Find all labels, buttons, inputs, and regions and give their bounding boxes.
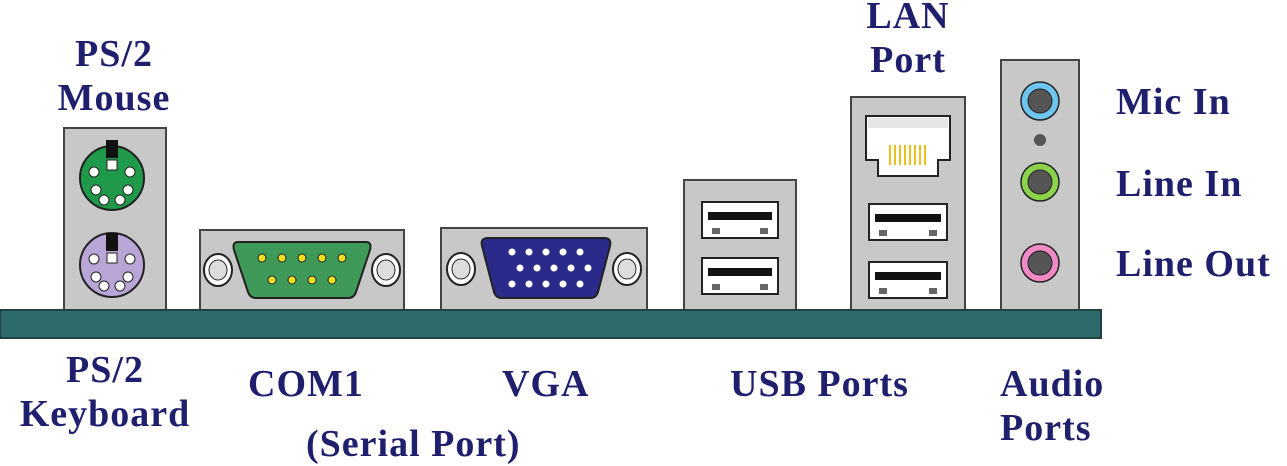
ps2-mouse-port	[79, 140, 145, 211]
usb-ports-label: USB Ports	[730, 363, 909, 405]
lan-port-label-line2: Port	[870, 39, 946, 81]
com1-screw-right	[371, 253, 401, 287]
mic-in-label: Mic In	[1116, 81, 1231, 123]
com1-screw-left	[203, 253, 233, 287]
line-in-jack	[1020, 162, 1060, 202]
serial-port-label: (Serial Port)	[306, 423, 521, 465]
ps2-keyboard-label-line2: Keyboard	[19, 393, 191, 435]
lan-port-label-line1: LAN	[866, 0, 950, 37]
vga-label: VGA	[502, 363, 590, 405]
vga-connector	[480, 237, 612, 299]
ps2-mouse-label-line2: Mouse	[57, 77, 171, 119]
ps2-mouse-label: PS/2 Mouse	[44, 32, 184, 120]
lan-port-label: LAN Port	[850, 0, 966, 82]
audio-ports-label-line1: Audio	[1000, 363, 1105, 405]
usb-port-4	[868, 261, 948, 299]
usb-port-3	[868, 203, 948, 241]
line-out-jack	[1020, 243, 1060, 283]
ps2-mouse-label-line1: PS/2	[75, 33, 153, 75]
line-in-label: Line In	[1116, 163, 1243, 205]
com1-label: COM1	[248, 363, 364, 405]
audio-ports-label-line2: Ports	[1000, 407, 1092, 449]
mic-in-jack	[1020, 81, 1060, 121]
ps2-keyboard-label-line1: PS/2	[66, 349, 144, 391]
motherboard-edge	[0, 309, 1102, 339]
vga-screw-left	[446, 252, 476, 286]
vga-screw-right	[612, 252, 642, 286]
ps2-keyboard-label: PS/2 Keyboard	[10, 348, 200, 436]
line-out-label: Line Out	[1116, 243, 1271, 285]
audio-led	[1034, 134, 1046, 146]
audio-ports-label: Audio Ports	[1000, 362, 1104, 450]
usb-port-1	[701, 201, 779, 239]
com1-connector	[232, 241, 372, 299]
usb-port-2	[701, 257, 779, 295]
lan-port	[865, 115, 951, 177]
ps2-keyboard-port	[79, 232, 145, 298]
